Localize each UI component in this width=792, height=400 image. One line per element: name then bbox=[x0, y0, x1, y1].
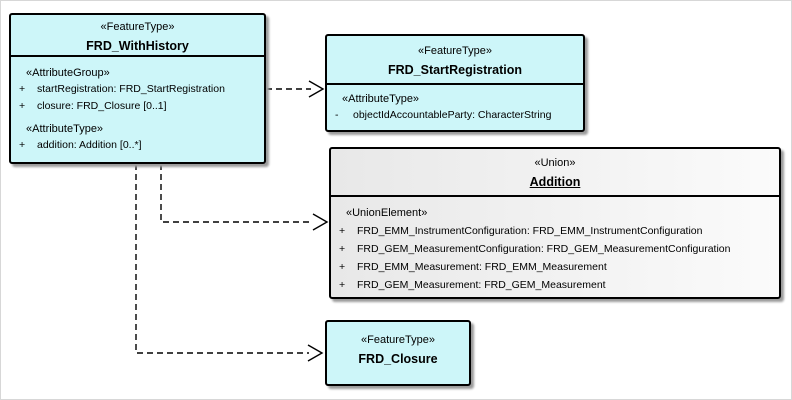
attribute-text: FRD_EMM_Measurement: FRD_EMM_Measurement bbox=[357, 261, 607, 273]
visibility-marker: + bbox=[19, 83, 26, 95]
arrowhead-startregistration-icon bbox=[308, 80, 325, 98]
attribute-text: FRD_EMM_InstrumentConfiguration: FRD_EMM… bbox=[357, 225, 703, 237]
dependency-arrow-addition[interactable] bbox=[160, 164, 313, 223]
class-name: FRD_Closure bbox=[358, 352, 438, 366]
visibility-marker: + bbox=[339, 261, 346, 273]
attribute-row: + FRD_EMM_InstrumentConfiguration: FRD_E… bbox=[337, 222, 775, 240]
attribute-row: + addition: Addition [0..*] bbox=[17, 137, 260, 154]
visibility-marker: + bbox=[19, 100, 26, 112]
stereotype-label: «FeatureType» bbox=[418, 45, 492, 57]
attribute-text: objectIdAccountableParty: CharacterStrin… bbox=[353, 109, 552, 121]
attribute-row: + FRD_GEM_Measurement: FRD_GEM_Measureme… bbox=[337, 276, 775, 294]
attribute-row: + startRegistration: FRD_StartRegistrati… bbox=[17, 81, 260, 98]
class-box-addition-union[interactable]: «Union» Addition «UnionElement» + FRD_EM… bbox=[329, 147, 781, 299]
visibility-marker: + bbox=[339, 279, 346, 291]
attribute-row: - objectIdAccountableParty: CharacterStr… bbox=[333, 107, 579, 124]
section-heading: «UnionElement» bbox=[346, 207, 428, 219]
visibility-marker: - bbox=[335, 109, 339, 121]
class-name: FRD_StartRegistration bbox=[387, 63, 523, 77]
attribute-row: + FRD_EMM_Measurement: FRD_EMM_Measureme… bbox=[337, 258, 775, 276]
attributes-compartment: «AttributeGroup» + startRegistration: FR… bbox=[11, 57, 264, 154]
section-heading: «AttributeGroup» bbox=[26, 67, 110, 79]
class-box-frd-startregistration[interactable]: «FeatureType» FRD_StartRegistration «Att… bbox=[325, 34, 585, 132]
attribute-text: addition: Addition [0..*] bbox=[37, 139, 142, 151]
class-header: «Union» Addition bbox=[331, 149, 779, 197]
section-heading: «AttributeType» bbox=[342, 93, 420, 105]
class-name: Addition bbox=[529, 175, 581, 189]
visibility-marker: + bbox=[339, 225, 346, 237]
class-header: «FeatureType» FRD_Closure bbox=[327, 322, 469, 368]
class-box-frd-closure[interactable]: «FeatureType» FRD_Closure bbox=[325, 320, 471, 386]
attribute-text: closure: FRD_Closure [0..1] bbox=[37, 100, 167, 112]
arrowhead-closure-icon bbox=[307, 344, 324, 362]
stereotype-label: «FeatureType» bbox=[361, 334, 435, 346]
attribute-text: FRD_GEM_MeasurementConfiguration: FRD_GE… bbox=[357, 243, 731, 255]
attribute-text: startRegistration: FRD_StartRegistration bbox=[37, 83, 225, 95]
visibility-marker: + bbox=[339, 243, 346, 255]
section-heading: «AttributeType» bbox=[26, 123, 104, 135]
class-header: «FeatureType» FRD_StartRegistration bbox=[327, 36, 583, 85]
attribute-text: FRD_GEM_Measurement: FRD_GEM_Measurement bbox=[357, 279, 606, 291]
arrowhead-addition-icon bbox=[312, 213, 329, 231]
attributes-compartment: «UnionElement» + FRD_EMM_InstrumentConfi… bbox=[331, 197, 779, 294]
visibility-marker: + bbox=[19, 139, 26, 151]
stereotype-label: «Union» bbox=[534, 157, 576, 169]
class-name: FRD_WithHistory bbox=[86, 39, 189, 53]
dependency-arrow-closure[interactable] bbox=[135, 164, 309, 354]
class-box-frd-withhistory[interactable]: «FeatureType» FRD_WithHistory «Attribute… bbox=[9, 13, 266, 164]
class-header: «FeatureType» FRD_WithHistory bbox=[11, 15, 264, 57]
attributes-compartment: «AttributeType» - objectIdAccountablePar… bbox=[327, 85, 583, 124]
stereotype-label: «FeatureType» bbox=[100, 21, 175, 33]
attribute-row: + closure: FRD_Closure [0..1] bbox=[17, 98, 260, 115]
attribute-row: + FRD_GEM_MeasurementConfiguration: FRD_… bbox=[337, 240, 775, 258]
